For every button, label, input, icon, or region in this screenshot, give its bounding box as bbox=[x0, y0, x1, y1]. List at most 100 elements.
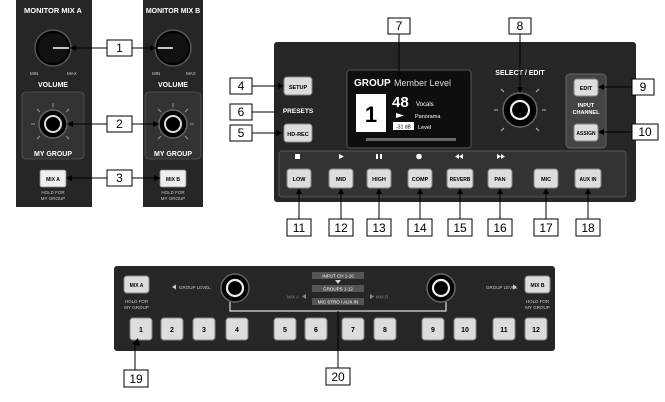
groups-label: GROUPS 1-12 bbox=[323, 287, 353, 292]
stop-icon bbox=[295, 154, 300, 159]
display-panorama: Panorama bbox=[415, 114, 441, 120]
my-group-label-b: MY GROUP bbox=[154, 151, 192, 158]
bottom-function-buttons: LOW MID HIGH COMP REVERB PAN MIC AUX IN bbox=[286, 168, 602, 189]
callout-box-19: 19 bbox=[123, 369, 149, 388]
callout-box-17: 17 bbox=[533, 218, 559, 237]
play-icon bbox=[339, 154, 344, 159]
channel-button-8[interactable]: 8 bbox=[373, 317, 397, 341]
callout-label-14: 14 bbox=[413, 221, 427, 235]
display-vocals: Vocals bbox=[416, 102, 434, 108]
channel-button-7[interactable]: 7 bbox=[341, 317, 365, 341]
channel-label-6: 6 bbox=[314, 327, 318, 334]
callout-label-17: 17 bbox=[539, 221, 553, 235]
channel-label-8: 8 bbox=[383, 327, 387, 334]
input-label: INPUT bbox=[578, 103, 595, 109]
pan-button[interactable]: PAN bbox=[487, 168, 513, 189]
channel-button-9[interactable]: 9 bbox=[421, 317, 445, 341]
bottom-mix-a-button[interactable] bbox=[123, 275, 150, 294]
channel-button-6[interactable]: 6 bbox=[304, 317, 328, 341]
comp-button-label: COMP bbox=[412, 177, 429, 183]
callout-box-10: 10 bbox=[631, 123, 659, 141]
presets-label: PRESETS bbox=[283, 108, 314, 115]
display-level: Level bbox=[418, 125, 431, 131]
bottom-hold-a2: MY GROUP bbox=[124, 305, 148, 310]
mix-b-button-label: MIX B bbox=[166, 177, 180, 183]
callout-label-4: 4 bbox=[238, 79, 245, 93]
reverb-button[interactable]: REVERB bbox=[446, 168, 474, 189]
group-level-left: GROUP LEVEL bbox=[179, 285, 211, 290]
bottom-mix-a-label: MIX A bbox=[130, 283, 144, 289]
channel-button-12[interactable]: 12 bbox=[524, 317, 548, 341]
bottom-mix-b-button[interactable] bbox=[524, 275, 551, 294]
bottom-knob-right[interactable] bbox=[426, 273, 456, 303]
mid-button-label: MID bbox=[336, 177, 346, 183]
panorama-arrow-icon bbox=[396, 113, 404, 118]
channel-button-1[interactable]: 1 bbox=[129, 317, 153, 341]
bottom-knob-left[interactable] bbox=[220, 273, 250, 303]
min-label-b: MIN bbox=[152, 71, 160, 76]
callout-label-11: 11 bbox=[293, 221, 306, 235]
callout-box-13: 13 bbox=[366, 218, 392, 237]
callout-label-10: 10 bbox=[638, 125, 652, 139]
channel-label: CHANNEL bbox=[573, 110, 601, 116]
callout-box-20: 20 bbox=[325, 367, 351, 386]
min-label-a: MIN bbox=[30, 71, 38, 76]
max-label-a: MAX bbox=[67, 71, 77, 76]
channel-button-10[interactable]: 10 bbox=[453, 317, 477, 341]
channel-button-11[interactable]: 11 bbox=[492, 317, 516, 341]
callout-label-7: 7 bbox=[396, 19, 403, 33]
callout-label-2: 2 bbox=[116, 117, 123, 131]
display-level-value: 48 bbox=[392, 94, 409, 111]
left-arrow-icon bbox=[172, 284, 176, 290]
channel-label-3: 3 bbox=[202, 327, 206, 334]
mic-button[interactable]: MIC bbox=[533, 168, 559, 189]
channel-button-4[interactable]: 4 bbox=[225, 317, 249, 341]
callout-box-2: 2 bbox=[106, 115, 133, 133]
channel-label-10: 10 bbox=[461, 327, 469, 334]
callout-box-14: 14 bbox=[407, 218, 433, 237]
right-arrow-icon bbox=[513, 284, 517, 290]
volume-label-b: VOLUME bbox=[158, 82, 188, 89]
hold-for-b: HOLD FOR bbox=[161, 190, 185, 195]
aux-in-button-label: AUX IN bbox=[580, 177, 597, 183]
comp-button[interactable]: COMP bbox=[407, 168, 433, 189]
display-number-box bbox=[356, 94, 386, 132]
display-level-bar bbox=[366, 138, 456, 141]
bottom-panel: MIX A HOLD FOR MY GROUP GROUP LEVEL INPU… bbox=[114, 266, 555, 351]
display-group: GROUP bbox=[354, 78, 391, 89]
volume-label-a: VOLUME bbox=[38, 82, 68, 89]
assign-button[interactable] bbox=[573, 123, 599, 142]
callout-label-5: 5 bbox=[238, 126, 245, 140]
channel-button-3[interactable]: 3 bbox=[192, 317, 216, 341]
bottom-hold-a1: HOLD FOR bbox=[125, 299, 149, 304]
channel-button-2[interactable]: 2 bbox=[160, 317, 184, 341]
mic-button-label: MIC bbox=[541, 177, 551, 183]
callout-label-13: 13 bbox=[372, 221, 386, 235]
my-group-hold-b: MY GROUP bbox=[161, 196, 185, 201]
callout-label-3: 3 bbox=[116, 171, 123, 185]
display-member-level: Member Level bbox=[394, 78, 451, 88]
channel-label-12: 12 bbox=[532, 327, 540, 334]
hd-rec-button[interactable] bbox=[283, 123, 313, 143]
aux-in-button[interactable]: AUX IN bbox=[574, 168, 602, 189]
high-button[interactable]: HIGH bbox=[366, 168, 392, 189]
channel-button-5[interactable]: 5 bbox=[273, 317, 297, 341]
callout-label-20: 20 bbox=[331, 370, 345, 384]
group-level-right: GROUP LEVEL bbox=[486, 285, 518, 290]
channel-label-1: 1 bbox=[139, 327, 143, 334]
mid-button[interactable]: MID bbox=[328, 168, 354, 189]
assign-button-label: ASSIGN bbox=[576, 131, 596, 137]
mix-b-small-label: MIX B bbox=[376, 295, 388, 300]
bottom-callout-lines bbox=[134, 311, 339, 370]
low-button-label: LOW bbox=[293, 177, 307, 183]
edit-button[interactable] bbox=[573, 78, 599, 97]
callout-box-8: 8 bbox=[508, 17, 532, 35]
select-edit-knob[interactable] bbox=[502, 92, 538, 128]
group-knob-b[interactable] bbox=[158, 109, 188, 139]
group-knob-a[interactable] bbox=[38, 109, 68, 139]
callout-label-12: 12 bbox=[334, 221, 348, 235]
low-button[interactable]: LOW bbox=[286, 168, 312, 189]
edit-button-label: EDIT bbox=[580, 86, 593, 92]
callout-box-3: 3 bbox=[106, 169, 133, 187]
my-group-label-a: MY GROUP bbox=[34, 151, 72, 158]
